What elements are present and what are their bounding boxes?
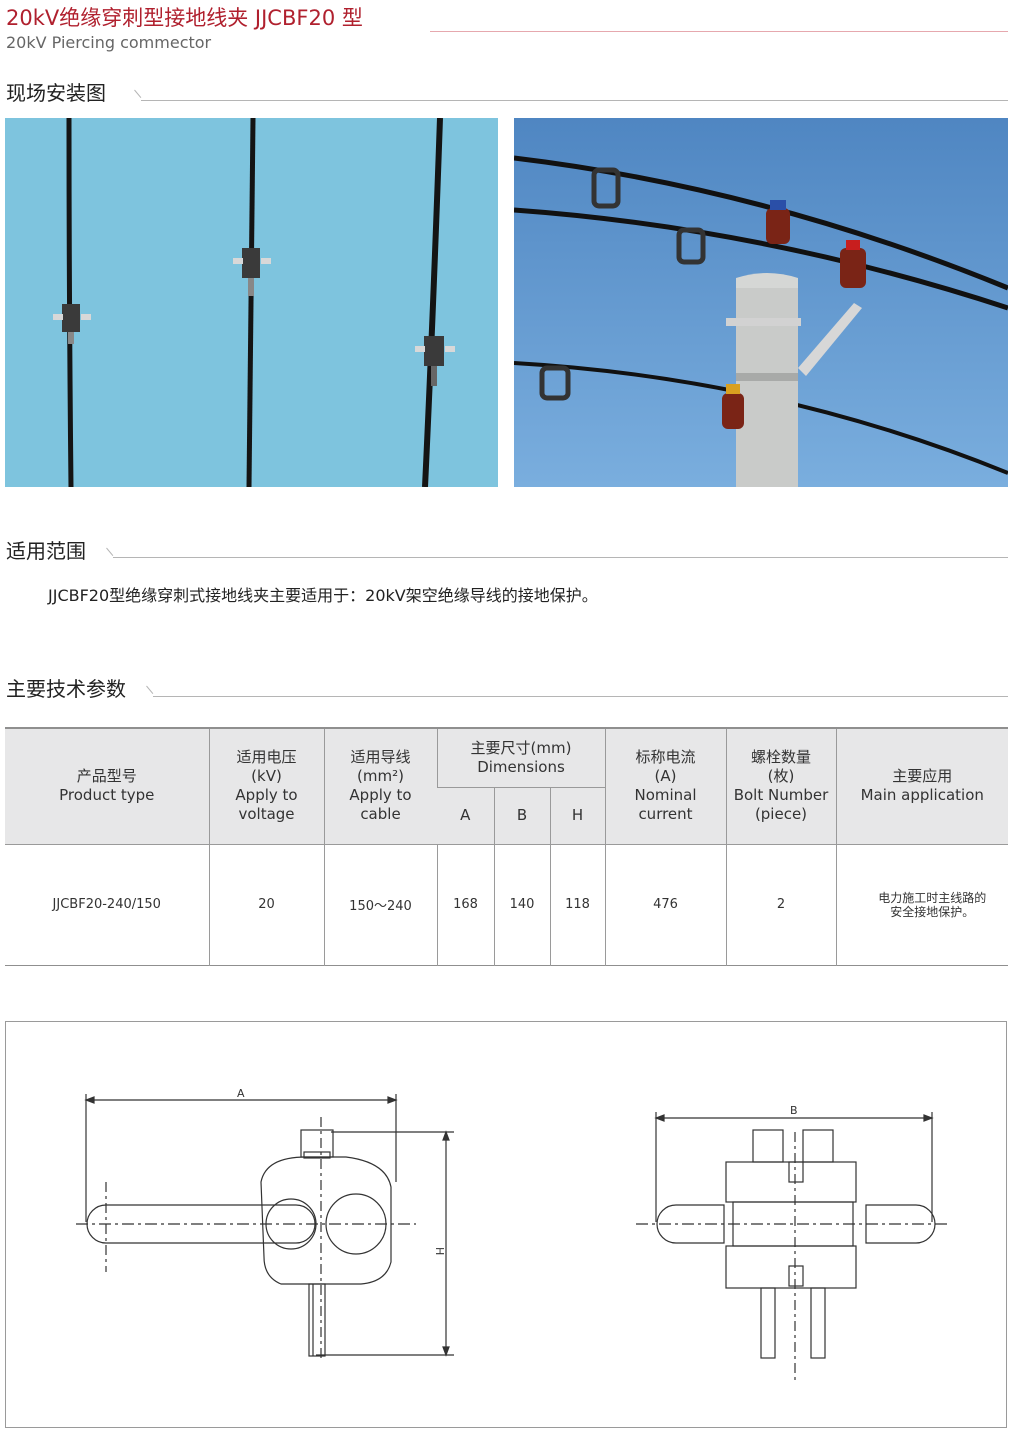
header-en: Apply to	[235, 786, 298, 805]
installation-photo-left	[5, 118, 498, 487]
clamp-1	[53, 304, 91, 344]
header-dim-a: A	[437, 786, 494, 844]
header-en: Nominal	[634, 786, 697, 805]
cell-type: JJCBF20-240/150	[5, 843, 209, 965]
cell-current: 476	[604, 843, 726, 965]
cell-bolts: 2	[725, 843, 836, 965]
header-current: 标称电流 (A) Nominal current	[604, 728, 726, 844]
header-cn: 产品型号	[76, 767, 137, 786]
header-cable: 适用导线 (mm²) Apply to cable	[323, 728, 437, 844]
technical-drawing-panel: A B H	[5, 1021, 1007, 1428]
cell-dim-a: 168	[436, 843, 494, 965]
section-heading-installation: 现场安装图	[6, 81, 106, 105]
table-row: JJCBF20-240/150 20 150～240 168 140 118 4…	[5, 843, 1008, 965]
application-line: 安全接地保护。	[890, 904, 975, 919]
title-divider	[430, 31, 1008, 32]
clamp-2	[233, 248, 271, 296]
header-product-type: 产品型号 Product type	[5, 728, 209, 844]
section-divider	[141, 100, 1008, 101]
header-en: (piece)	[754, 805, 808, 824]
header-en: Main application	[860, 786, 984, 805]
cell-dim-b: 140	[493, 843, 550, 965]
cable-clamps-illustration	[53, 118, 455, 487]
insulator-3	[722, 384, 744, 429]
spec-table: 产品型号 Product type 适用电压 (kV) Apply to vol…	[5, 727, 1008, 966]
insulator-1	[766, 200, 790, 244]
header-application: 主要应用 Main application	[835, 728, 1008, 844]
header-unit: (A)	[654, 767, 677, 786]
section-heading-params: 主要技术参数	[6, 677, 126, 701]
insulator-2	[840, 240, 866, 288]
section-divider-tick	[106, 547, 114, 556]
header-en: cable	[360, 805, 401, 824]
cell-cable: 150～240	[323, 843, 437, 965]
header-bolts: 螺栓数量 (枚) Bolt Number (piece)	[725, 728, 836, 844]
cell-voltage: 20	[208, 843, 324, 965]
clamp-c	[539, 365, 571, 401]
technical-drawing: A B H	[76, 1087, 951, 1382]
header-en: Product type	[59, 786, 155, 805]
section-heading-scope: 适用范围	[6, 539, 86, 563]
header-en: current	[638, 805, 693, 824]
clamp-b	[676, 227, 706, 265]
header-cn: 适用电压	[236, 748, 297, 767]
scope-paragraph: JJCBF20型绝缘穿刺式接地线夹主要适用于：20kV架空绝缘导线的接地保护。	[48, 586, 598, 605]
dim-label-a: A	[237, 1087, 245, 1100]
header-cn: 标称电流	[635, 748, 696, 767]
side-view-drawing	[76, 1094, 454, 1362]
header-dim-b: B	[493, 786, 550, 844]
header-cn: 适用导线	[350, 748, 411, 767]
section-divider-tick	[134, 89, 142, 98]
clamp-3	[415, 336, 455, 386]
header-cn: 主要应用	[892, 767, 953, 786]
header-en: Apply to	[349, 786, 412, 805]
dim-label-h: H	[433, 1247, 446, 1255]
header-dimensions: 主要尺寸(mm) Dimensions	[436, 728, 605, 787]
header-unit: (枚)	[767, 767, 795, 786]
clamp-a	[591, 167, 621, 209]
installation-photo-right	[514, 118, 1008, 487]
header-en: Dimensions	[477, 757, 565, 776]
application-line: 电力施工时主线路的	[878, 890, 987, 905]
cell-application: 电力施工时主线路的 安全接地保护。	[835, 843, 1008, 965]
header-en: voltage	[238, 805, 295, 824]
page-subtitle: 20kV Piercing commector	[6, 33, 212, 52]
header-dim-h: H	[549, 786, 605, 844]
section-divider	[153, 696, 1008, 697]
header-cn: 螺栓数量	[750, 748, 811, 767]
header-unit: (mm²)	[357, 767, 404, 786]
page-title: 20kV绝缘穿刺型接地线夹 JJCBF20 型	[6, 6, 363, 30]
front-view-drawing	[636, 1112, 951, 1382]
dim-label-b: B	[790, 1104, 798, 1117]
header-en: Bolt Number	[733, 786, 829, 805]
header-unit: (kV)	[251, 767, 282, 786]
pole-and-lines-illustration	[514, 155, 1008, 487]
section-divider	[113, 557, 1008, 558]
cell-dim-h: 118	[549, 843, 605, 965]
header-voltage: 适用电压 (kV) Apply to voltage	[208, 728, 324, 844]
header-cn: 主要尺寸(mm)	[470, 738, 572, 757]
section-divider-tick	[146, 685, 154, 694]
